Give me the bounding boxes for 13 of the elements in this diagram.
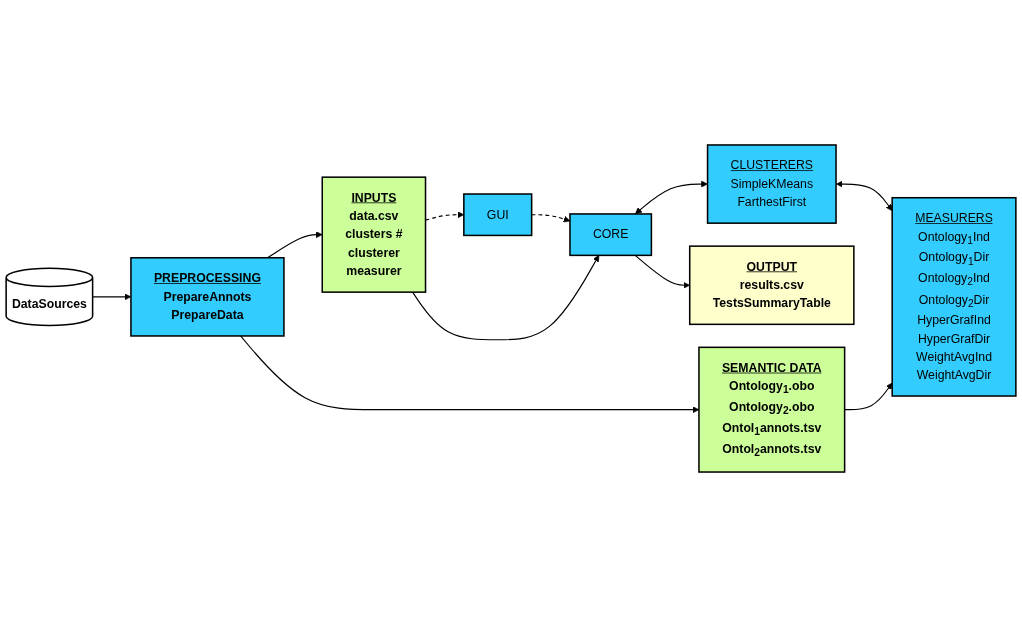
arrow [266,231,323,259]
node-box: MEASURERS Ontology$_{1}$Ind Ontology$_{1}$Dir Ontology$_{2}$Ind Ontology$_{2}$Dir HyperGrafInd HyperGrafDir WeightAvgInd WeightAvgDir [891,196,1017,397]
arrow [844,382,893,411]
arrow [412,255,600,341]
node-box: SEMANTIC DATA Ontology$_{1}$.obo Ontology$_{2}$.obo Ontol$_{1}$annots.tsv Ontol$_{2}$annots.tsv [698,346,846,473]
node-box: INPUTS data.csv clusters # clusterer measurer [321,176,427,293]
node-box: GUI [463,193,533,237]
node-box: OUTPUT results.csv TestsSummaryTable [688,245,855,326]
node-box: CLUSTERERS SimpleKMeans FarthestFirst [706,144,837,224]
arrow [836,180,893,212]
node-box: CORE [569,213,653,257]
arrow [635,180,708,215]
node-box: PREPROCESSING PrepareAnnots PrepareData [130,257,285,337]
